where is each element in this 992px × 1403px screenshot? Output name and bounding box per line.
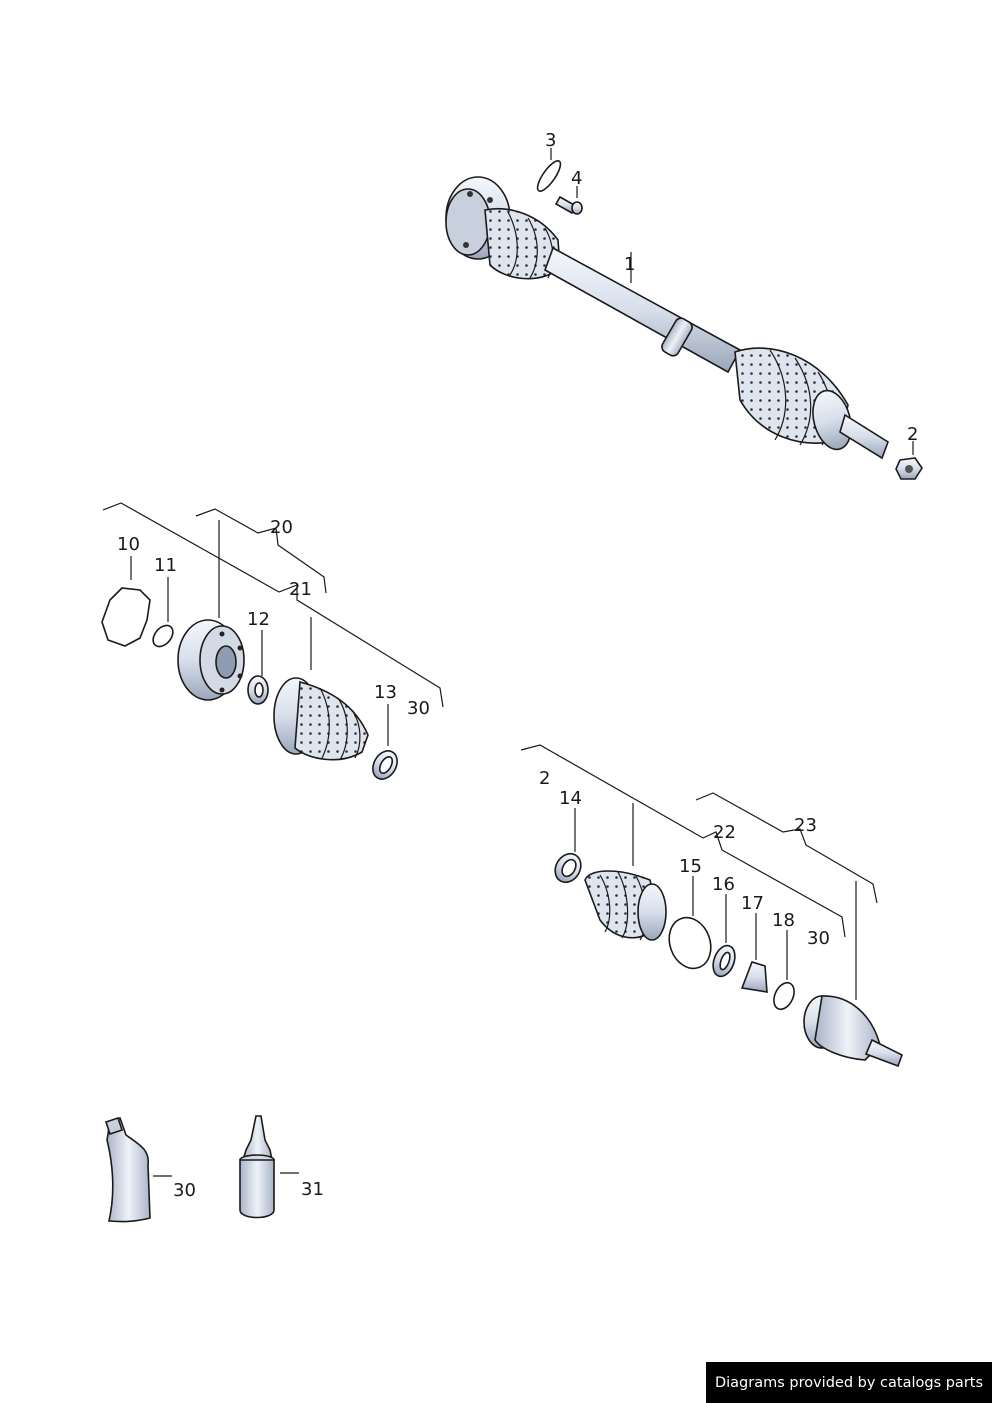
- outer-circlip: [773, 981, 795, 1011]
- callout-15: 15: [679, 856, 702, 877]
- callout-14: 14: [559, 788, 582, 809]
- callout-11: 11: [154, 555, 177, 576]
- credit-banner: Diagrams provided by catalogs parts: [706, 1362, 992, 1403]
- inner-joint-group: 10 11 12 13 20 21 30: [101, 502, 444, 780]
- callout-18: 18: [772, 910, 795, 931]
- protective-boot: [294, 680, 369, 761]
- callout-2-top: 2: [907, 424, 918, 445]
- callout-30-tube: 30: [173, 1180, 196, 1201]
- outer-joint-group: 2 14 15 16 17 18 22 23 30: [520, 744, 903, 1068]
- callout-20: 20: [270, 517, 293, 538]
- shaft-tube: [544, 246, 742, 374]
- retaining-plate: [536, 160, 562, 192]
- callout-13: 13: [374, 682, 397, 703]
- callout-31: 31: [301, 1179, 324, 1200]
- dished-spring: [740, 961, 768, 993]
- consumables: 30 31: [104, 1115, 324, 1223]
- callout-30-inner: 30: [407, 698, 430, 719]
- grease-tube: [106, 1116, 151, 1223]
- callout-22: 22: [713, 822, 736, 843]
- callout-17: 17: [741, 893, 764, 914]
- callout-21: 21: [289, 579, 312, 600]
- large-clamp: [668, 916, 712, 970]
- outer-stub: [864, 1038, 903, 1068]
- callout-10: 10: [117, 534, 140, 555]
- bolt: [554, 195, 583, 215]
- callout-23: 23: [794, 815, 817, 836]
- callout-30-outer: 30: [807, 928, 830, 949]
- callout-12: 12: [247, 609, 270, 630]
- drive-shaft-assembly: 1 2 3 4: [445, 130, 923, 480]
- stub-axle: [839, 413, 889, 460]
- callout-3: 3: [545, 130, 556, 151]
- callout-4: 4: [571, 168, 582, 189]
- circlip: [152, 624, 174, 648]
- callout-2-outer: 2: [539, 768, 550, 789]
- sealant-bottle: [241, 1115, 273, 1161]
- callout-1: 1: [624, 254, 635, 275]
- callout-16: 16: [712, 874, 735, 895]
- gasket: [101, 587, 151, 647]
- outer-cv-joint: [812, 389, 852, 451]
